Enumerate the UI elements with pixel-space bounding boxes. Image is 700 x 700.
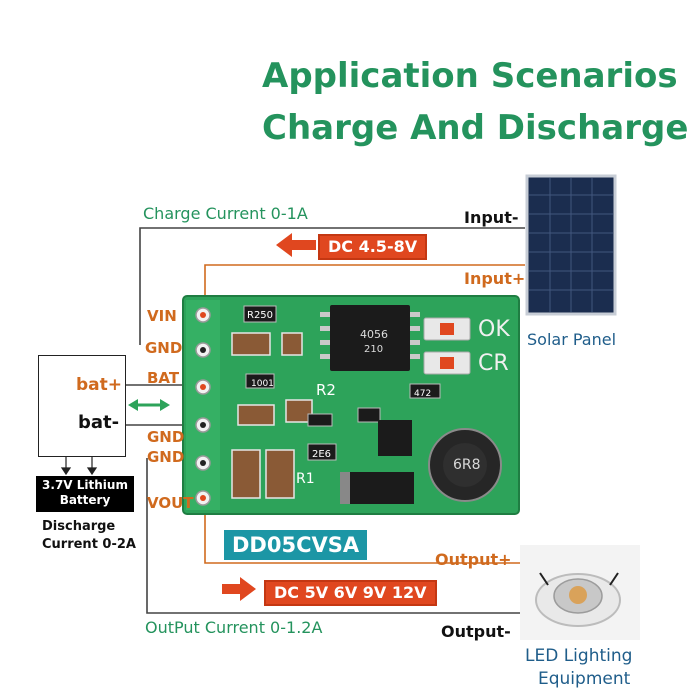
output-current-label: OutPut Current 0-1.2A: [145, 618, 323, 637]
pin-gnd2-label: GND: [147, 428, 185, 446]
discharge-label-1: Discharge: [42, 519, 116, 534]
input-voltage-badge: DC 4.5-8V: [318, 234, 428, 260]
output-minus-wire: [146, 458, 525, 614]
bat-minus-label: bat-: [78, 412, 120, 433]
pin-bat-label: BAT: [147, 369, 180, 387]
input-arrow-icon: [276, 233, 316, 257]
pcb-mark-ic: 4056: [360, 328, 388, 341]
led-label-1: LED Lighting: [525, 646, 633, 666]
output-minus-label: Output-: [441, 622, 511, 641]
output-plus-wire: [204, 497, 525, 564]
pcb-mark-r250: R250: [247, 310, 274, 321]
input-plus-label: Input+: [464, 269, 526, 288]
pcb-mark-r472: 472: [414, 389, 432, 399]
bidirectional-arrow-icon: [128, 399, 170, 411]
pcb-mark-ic2: 210: [364, 344, 384, 355]
pcb-mark-ok: OK: [478, 317, 510, 342]
pcb-mark-r1001: 1001: [251, 379, 274, 389]
led-label-2: Equipment: [538, 669, 631, 689]
pcb-mark-r1: R1: [296, 471, 315, 487]
battery-box: [38, 355, 126, 457]
title-line-2: Charge And Discharge: [262, 108, 689, 148]
output-arrow-icon: [222, 577, 256, 601]
solar-panel-label: Solar Panel: [527, 330, 617, 349]
pcb-mark-r2: R2: [316, 381, 336, 399]
battery-name-line-1: 3.7V Lithium: [42, 478, 128, 492]
input-minus-label: Input-: [464, 208, 519, 227]
pcb-module: [182, 295, 520, 515]
pin-vout-label: VOUT: [147, 494, 194, 512]
title-line-1: Application Scenarios: [262, 56, 678, 96]
output-plus-label: Output+: [435, 550, 512, 569]
pcb-mark-r2e6: 2E6: [312, 449, 332, 460]
pin-gnd1-label: GND: [145, 339, 183, 357]
charge-current-label: Charge Current 0-1A: [143, 204, 308, 223]
pin-gnd3-label: GND: [147, 448, 185, 466]
led-downlight-icon: [520, 545, 640, 640]
discharge-label-2: Current 0-2A: [42, 537, 136, 552]
pcb-mark-inductor: 6R8: [453, 457, 481, 473]
solar-panel-icon: [525, 174, 617, 316]
pcb-mark-cr: CR: [478, 351, 509, 376]
led-indicators: [423, 317, 471, 375]
pin-vin-label: VIN: [147, 307, 177, 325]
output-voltage-badge: DC 5V 6V 9V 12V: [264, 580, 437, 606]
battery-caption: 3.7V Lithium Battery: [36, 476, 134, 512]
bat-plus-label: bat+: [76, 375, 123, 395]
battery-terminal-arrows: [60, 455, 98, 476]
module-name-label: DD05CVSA: [224, 530, 368, 560]
input-minus-wire: [139, 227, 525, 345]
battery-name-line-2: Battery: [59, 493, 111, 507]
